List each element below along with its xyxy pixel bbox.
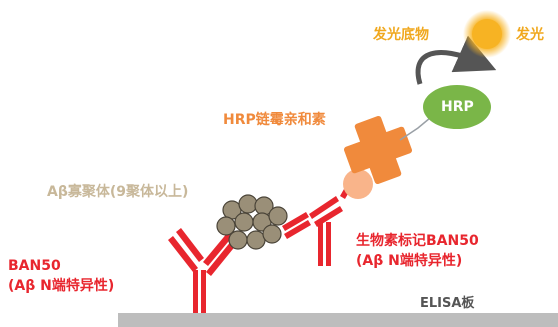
biotin: [343, 169, 373, 199]
capture-antibody-line2: (Aβ N端特异性): [8, 278, 115, 294]
luminescence-label: 发光: [516, 27, 544, 43]
streptavidin: [343, 115, 413, 185]
abeta-oligomer: [216, 194, 288, 250]
hrp-enzyme: [423, 85, 491, 129]
detection-antibody: [282, 182, 353, 266]
biotin-antibody-line1: 生物素标记BAN50: [356, 233, 479, 249]
elisa-plate: [118, 313, 558, 327]
biotin-antibody-line2: (Aβ N端特异性): [356, 253, 463, 269]
biotin-antibody-label: 生物素标记BAN50 (Aβ N端特异性): [356, 231, 479, 271]
capture-antibody: [168, 228, 237, 313]
reaction-arrow: [415, 35, 497, 85]
elisa-plate-label: ELISA板: [420, 296, 475, 311]
capture-antibody-line1: BAN50: [8, 258, 61, 274]
capture-antibody-label: BAN50 (Aβ N端特异性): [8, 256, 114, 296]
hrp-linker: [399, 117, 431, 141]
oligomer-label: Aβ寡聚体(9聚体以上): [47, 184, 189, 200]
substrate-label: 发光底物: [373, 27, 429, 43]
hrp-label: HRP: [441, 99, 474, 115]
streptavidin-hrp-label: HRP链霉亲和素: [223, 112, 326, 128]
luminescence-core: [472, 19, 502, 49]
